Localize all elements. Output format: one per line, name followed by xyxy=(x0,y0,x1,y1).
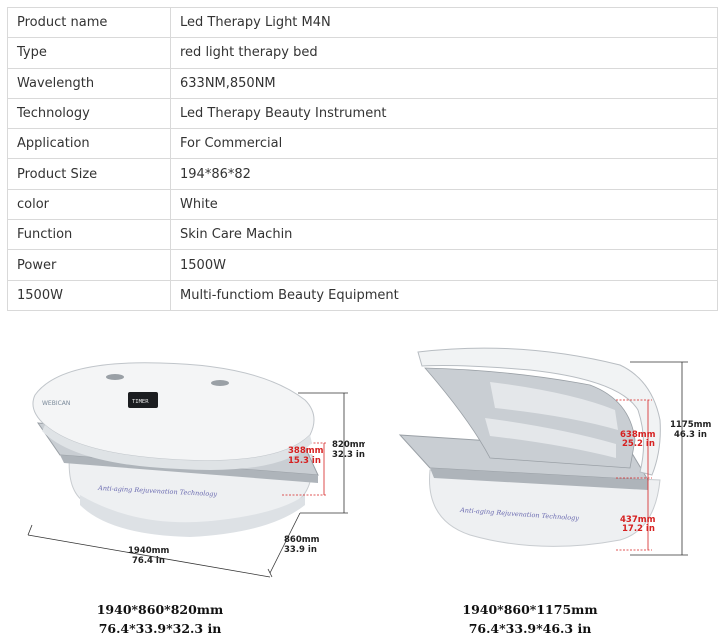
spec-label: Application xyxy=(7,128,171,160)
spec-label: 1500W xyxy=(7,279,171,311)
spec-label: Function xyxy=(7,219,171,251)
spec-value: 194*86*82 xyxy=(170,158,718,190)
spec-label: Product name xyxy=(7,6,171,39)
closed-caption-line1: 1940*860*820mm xyxy=(96,602,224,617)
dim-lid-mm: 638mm xyxy=(620,430,656,440)
spec-label: Power xyxy=(7,249,171,281)
dim-length-mm: 1940mm xyxy=(128,546,170,556)
dim-inner-mm: 388mm xyxy=(288,446,324,456)
spec-value: 633NM,850NM xyxy=(170,67,718,99)
spec-label: color xyxy=(7,188,171,221)
spec-value: White xyxy=(170,188,718,221)
dim-base-in: 17.2 in xyxy=(622,524,655,534)
dim-lid-in: 25.2 in xyxy=(622,439,655,449)
open-caption-line1: 1940*860*1175mm xyxy=(462,602,598,617)
spec-label: Technology xyxy=(7,97,171,130)
control-panel-display: TIMER xyxy=(132,399,149,405)
open-caption-line2: 76.4*33.9*46.3 in xyxy=(468,621,592,636)
spec-value: Led Therapy Light M4N xyxy=(170,6,718,39)
dim-height-in: 46.3 in xyxy=(674,430,707,440)
dim-height-mm: 1175mm xyxy=(670,420,712,430)
dim-inner-in: 15.3 in xyxy=(288,456,321,466)
spec-label: Type xyxy=(7,37,171,69)
spec-value: red light therapy bed xyxy=(170,37,718,69)
spec-value: For Commercial xyxy=(170,128,718,160)
spec-value: Multi-functiom Beauty Equipment xyxy=(170,279,718,311)
dim-base-mm: 437mm xyxy=(620,515,656,525)
dim-depth-mm: 860mm xyxy=(284,535,320,545)
dim-length-in: 76.4 in xyxy=(132,556,165,566)
spec-label: Wavelength xyxy=(7,67,171,99)
spec-value: 1500W xyxy=(170,249,718,281)
spec-label: Product Size xyxy=(7,158,171,190)
dim-height-in: 32.3 in xyxy=(332,450,365,460)
dim-height-mm: 820mm xyxy=(332,440,365,450)
closed-bed-figure: TIMER WEBICAN Anti-aging Rejuvenation Te… xyxy=(27,362,365,578)
spec-value: Led Therapy Beauty Instrument xyxy=(170,97,718,130)
closed-caption-line2: 76.4*33.9*32.3 in xyxy=(98,621,222,636)
logo: WEBICAN xyxy=(42,400,70,407)
open-bed-figure: Anti-aging Rejuvenation Technology 1175m… xyxy=(398,347,712,556)
spec-value: Skin Care Machin xyxy=(170,219,718,251)
dim-depth-in: 33.9 in xyxy=(284,545,317,555)
